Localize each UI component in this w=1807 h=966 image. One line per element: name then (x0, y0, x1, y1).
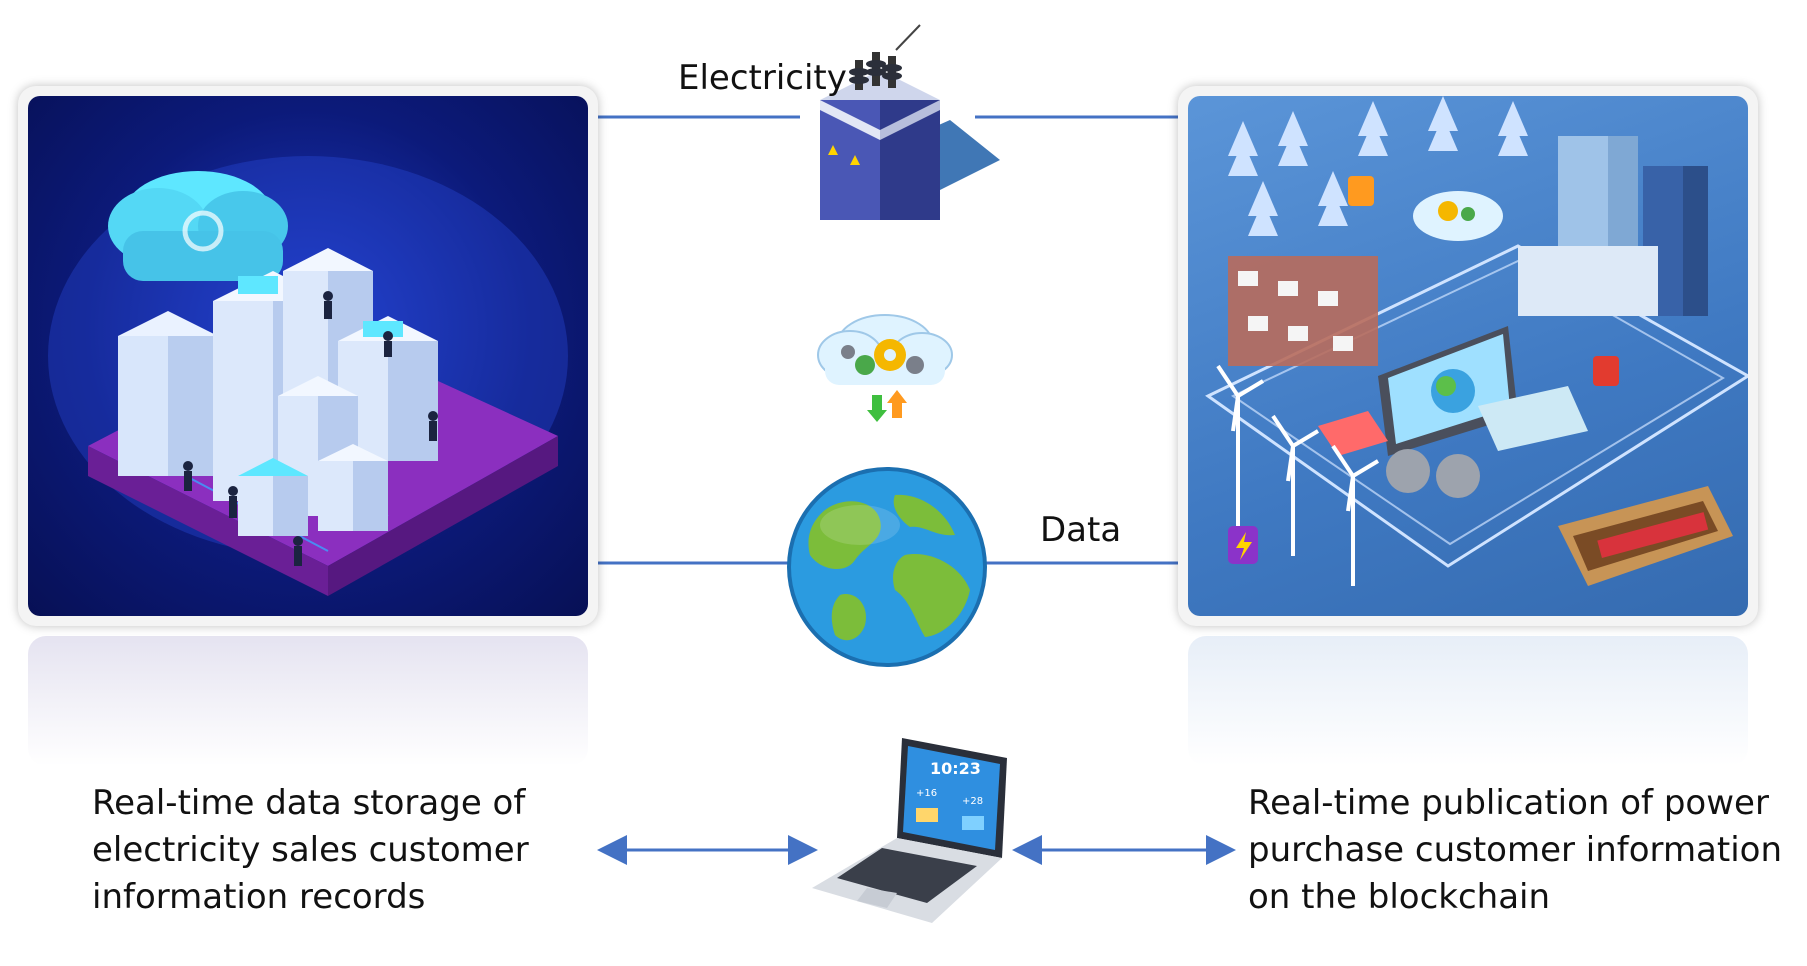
globe-icon (787, 467, 987, 667)
left-caption: Real-time data storage of electricity sa… (92, 780, 529, 921)
laptop-icon: 10:23 +16 +28 (812, 738, 1007, 923)
left-panel-reflection (28, 636, 588, 766)
data-label: Data (1040, 510, 1122, 550)
laptop-temp-2: +28 (962, 796, 983, 807)
right-caption-line-3: on the blockchain (1248, 876, 1551, 917)
substation-icon (820, 24, 1000, 220)
right-caption-line-2: purchase customer information (1248, 829, 1783, 870)
smart-city-illustration (1188, 96, 1748, 616)
cloud-icon (108, 171, 288, 281)
right-caption-line-1: Real-time publication of power (1248, 783, 1769, 823)
laptop-temp-1: +16 (916, 788, 937, 799)
data-center-illustration (28, 96, 588, 616)
left-caption-line-2: electricity sales customer (92, 829, 529, 870)
left-caption-line-3: information records (92, 876, 426, 917)
cloud-gear-icon (817, 314, 953, 422)
electricity-label: Electricity (678, 58, 847, 98)
right-panel-reflection (1188, 636, 1748, 766)
right-caption: Real-time publication of power purchase … (1248, 780, 1782, 921)
left-panel (18, 86, 598, 626)
laptop-time-text: 10:23 (930, 759, 981, 778)
right-panel (1178, 86, 1758, 626)
network-cloud-icon (1413, 191, 1503, 241)
left-caption-line-1: Real-time data storage of (92, 783, 526, 823)
